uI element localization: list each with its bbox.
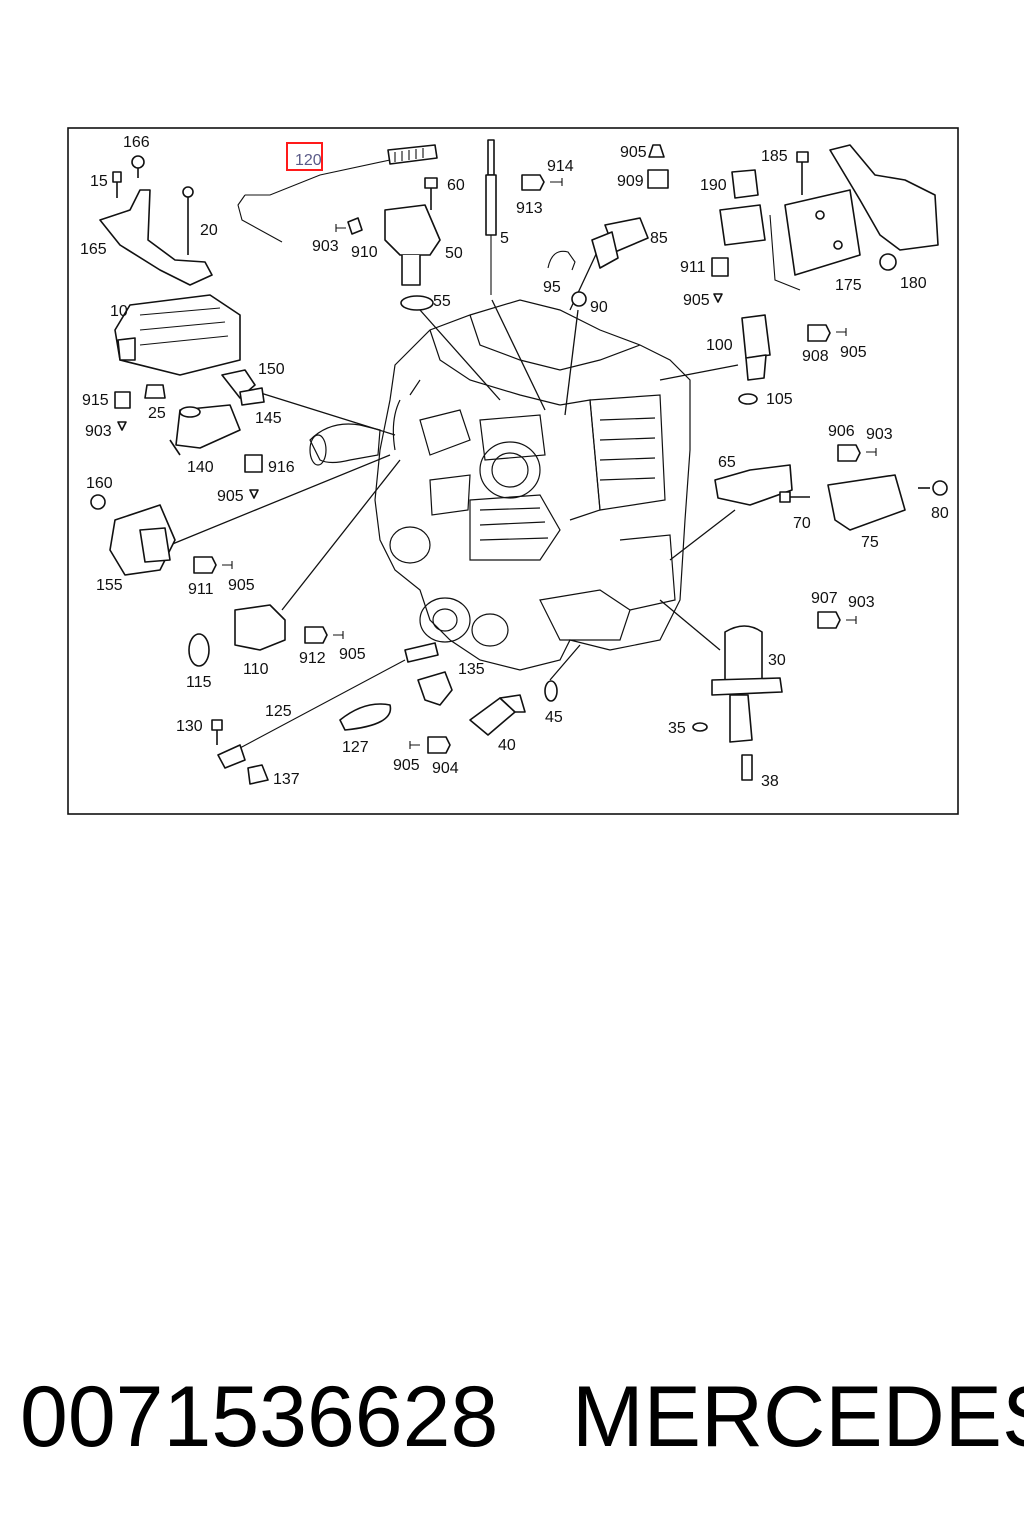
callout-166: 166 xyxy=(123,134,150,151)
sensor-40 xyxy=(409,680,558,754)
callout-38: 38 xyxy=(761,773,779,790)
callout-904: 904 xyxy=(432,760,459,777)
callout-45: 45 xyxy=(545,709,563,726)
grommet-25 xyxy=(144,384,166,399)
callout-903: 903 xyxy=(85,423,112,440)
sensor-cable-125 xyxy=(211,642,439,785)
callout-905: 905 xyxy=(393,757,420,774)
callout-5: 5 xyxy=(500,230,509,247)
callout-30: 30 xyxy=(768,652,786,669)
callout-155: 155 xyxy=(96,577,123,594)
callout-10: 10 xyxy=(110,303,128,320)
connector-916 xyxy=(244,454,263,499)
callout-85: 85 xyxy=(650,230,668,247)
callout-25: 25 xyxy=(148,405,166,422)
sensor-65 xyxy=(714,444,948,531)
callout-40: 40 xyxy=(498,737,516,754)
callout-905: 905 xyxy=(840,344,867,361)
callout-907: 907 xyxy=(811,590,838,607)
callout-35: 35 xyxy=(668,720,686,737)
camshaft-sensor-50 xyxy=(335,177,441,311)
callout-50: 50 xyxy=(445,245,463,262)
callout-914: 914 xyxy=(547,158,574,175)
callout-120: 120 xyxy=(295,152,322,169)
callout-60: 60 xyxy=(447,177,465,194)
sensor-30 xyxy=(692,611,857,781)
callout-903: 903 xyxy=(312,238,339,255)
callout-110: 110 xyxy=(243,661,269,678)
callout-915: 915 xyxy=(82,392,109,409)
callout-185: 185 xyxy=(761,148,788,165)
callout-916: 916 xyxy=(268,459,295,476)
valve-110 xyxy=(188,604,344,667)
glow-plug-5 xyxy=(485,139,497,295)
callout-903: 903 xyxy=(848,594,875,611)
sensor-155 xyxy=(90,494,233,576)
bracket-165 xyxy=(99,155,213,286)
callout-140: 140 xyxy=(187,459,214,476)
bracket-175 xyxy=(719,144,939,291)
callout-913: 913 xyxy=(516,200,543,217)
callout-127: 127 xyxy=(342,739,369,756)
callout-180: 180 xyxy=(900,275,927,292)
callout-160: 160 xyxy=(86,475,113,492)
callout-70: 70 xyxy=(793,515,811,532)
engine-assembly xyxy=(309,299,691,671)
diagram-frame xyxy=(67,127,959,815)
callout-165: 165 xyxy=(80,241,107,258)
sensor-85 xyxy=(547,144,669,307)
callout-150: 150 xyxy=(258,361,285,378)
callout-90: 90 xyxy=(590,299,608,316)
callout-912: 912 xyxy=(299,650,326,667)
callout-903: 903 xyxy=(866,426,893,443)
connector-911-top xyxy=(711,257,729,303)
callout-95: 95 xyxy=(543,279,561,296)
callout-145: 145 xyxy=(255,410,282,427)
callout-911: 911 xyxy=(680,259,706,276)
leader-lines xyxy=(169,249,739,681)
callout-115: 115 xyxy=(186,674,212,691)
highlight-box xyxy=(286,142,323,171)
valve-140 xyxy=(169,369,265,456)
brand-name: MERCEDES xyxy=(572,1369,1024,1465)
callout-175: 175 xyxy=(835,277,862,294)
control-module-10 xyxy=(114,294,241,431)
clip-135 xyxy=(417,671,453,706)
callout-905: 905 xyxy=(620,144,647,161)
callout-908: 908 xyxy=(802,348,829,365)
callout-137: 137 xyxy=(273,771,300,788)
callout-80: 80 xyxy=(931,505,949,522)
callout-105: 105 xyxy=(766,391,793,408)
callout-905: 905 xyxy=(339,646,366,663)
callout-75: 75 xyxy=(861,534,879,551)
parts-diagram: 1661516520120609039105055591491390590985… xyxy=(67,127,959,815)
callout-906: 906 xyxy=(828,423,855,440)
pressure-sensor-100 xyxy=(738,314,847,405)
callout-125: 125 xyxy=(265,703,292,720)
callout-910: 910 xyxy=(351,244,378,261)
callout-135: 135 xyxy=(458,661,485,678)
callout-911: 911 xyxy=(188,581,214,598)
callout-905: 905 xyxy=(228,577,255,594)
exhaust-temp-sensor-120 xyxy=(237,144,438,243)
callout-190: 190 xyxy=(700,177,727,194)
footer: 0071536628 MERCEDES xyxy=(0,1362,1024,1472)
callout-909: 909 xyxy=(617,173,644,190)
callout-905: 905 xyxy=(683,292,710,309)
callout-130: 130 xyxy=(176,718,203,735)
part-number: 0071536628 xyxy=(20,1369,499,1465)
callout-55: 55 xyxy=(433,293,451,310)
callout-65: 65 xyxy=(718,454,736,471)
callout-100: 100 xyxy=(706,337,733,354)
connector-913 xyxy=(521,174,563,191)
callout-20: 20 xyxy=(200,222,218,239)
callout-905: 905 xyxy=(217,488,244,505)
callout-15: 15 xyxy=(90,173,108,190)
